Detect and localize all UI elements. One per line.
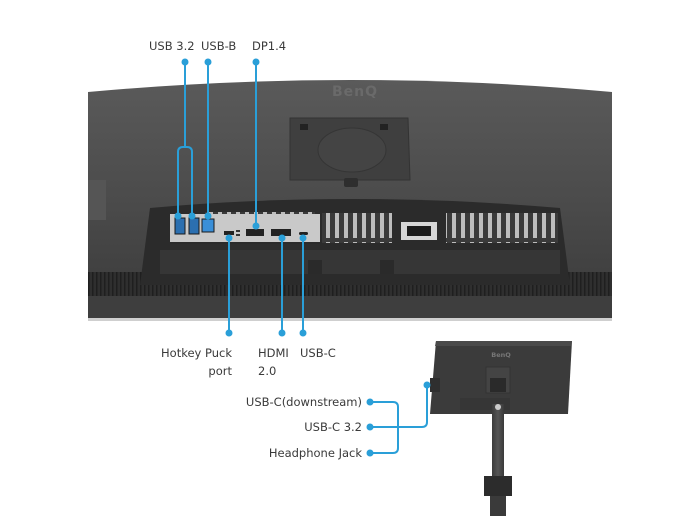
label-headphone-jack: Headphone Jack	[268, 446, 362, 460]
callout-dots	[174, 58, 431, 457]
brand-logo: BenQ	[332, 84, 378, 100]
label-usb-3-2: USB 3.2	[149, 39, 195, 53]
label-hdmi-2-0: HDMI 2.0	[258, 346, 289, 378]
monitor-side-view: BenQ	[430, 341, 572, 516]
label-usb-c: USB-C	[300, 346, 336, 360]
label-hotkey-puck-port: Hotkey Puck port	[161, 346, 232, 378]
svg-text:BenQ: BenQ	[491, 351, 511, 359]
label-usb-c-downstream: USB-C(downstream)	[245, 395, 362, 409]
callout-lines	[177, 62, 428, 454]
label-dp-1-4: DP1.4	[252, 39, 287, 53]
label-usb-b: USB-B	[201, 39, 237, 53]
label-usb-c-3-2: USB-C 3.2	[304, 420, 362, 434]
